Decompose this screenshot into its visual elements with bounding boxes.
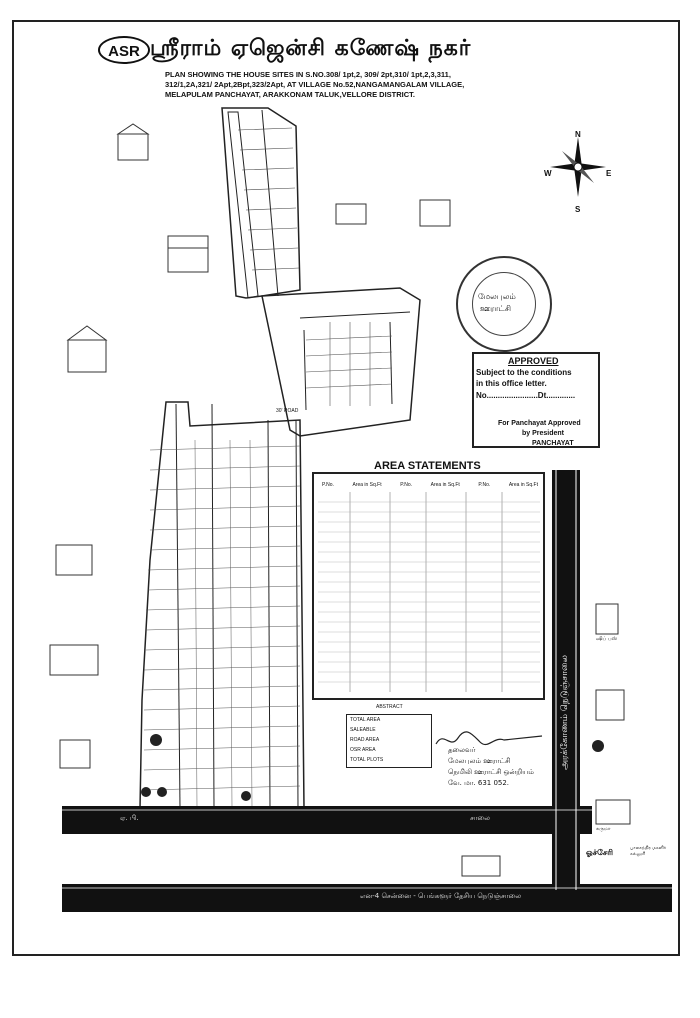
map-frame [12,20,680,956]
road-label-right: சாலை [470,814,490,822]
approval-box: APPROVED Subject to the conditions in th… [472,352,600,448]
arakkonam-highway-label: அரக்கோணம் நெடுஞ்சாலை [560,655,570,770]
col-area-3: Area in Sq.Ft [508,482,538,488]
approved-line-2: in this office letter. [476,379,547,388]
approved-line-4: For Panchayat Approved [498,420,581,427]
seal-text-1: மேலபுலம் [478,292,516,301]
asr-logo: ASR [98,36,150,64]
sign-line-3: நெமிலி ஊராட்சி ஒன்றியம் [448,768,534,776]
road-label-left: ஏ. பி. [120,814,139,822]
col-pno-3: P.No. [478,482,491,488]
area-table-grid [318,492,540,692]
abstract-title: ABSTRACT [376,704,403,710]
sign-line-4: வே. மா. 631 052. [448,779,510,787]
office-label: சுருமா [596,826,611,832]
compass-south: S [575,205,581,214]
college-label: பாலசந்திர மகளிர் கல்லூரி [630,846,667,857]
compass-east: E [606,169,612,178]
abstract-row-4: OSR AREA [350,747,376,753]
abstract-row-1: TOTAL AREA [350,717,381,723]
area-statements-title: AREA STATEMENTS [374,460,481,472]
nh4-label: என-4 சென்னை - பெங்களூர் தேசிய நெடுஞ்சாலை [360,892,522,900]
president-signature [435,731,543,746]
abstract-row-5: TOTAL PLOTS [350,757,384,763]
panchayat-seal: மேலபுலம் ஊராட்சி [456,256,552,352]
road-30ft-label: 30' ROAD [276,408,299,414]
compass-rose-icon [550,137,606,197]
ocheri-label: ஓச்சேரி [586,848,614,857]
approved-line-1: Subject to the conditions [476,368,572,377]
area-table-header: P.No. Area in Sq.Ft P.No. Area in Sq.Ft … [322,482,538,488]
area-statements-table: P.No. Area in Sq.Ft P.No. Area in Sq.Ft … [312,472,545,700]
col-area-1: Area in Sq.Ft [352,482,382,488]
compass-north: N [575,130,581,139]
approved-heading: APPROVED [508,356,559,366]
compass-west: W [544,169,552,178]
approved-line-5: by President [522,430,565,437]
sign-line-1: தலைவர் [448,746,476,754]
col-pno-2: P.No. [400,482,413,488]
layout-title: ஸ்ரீராம் ஏஜென்சி கணேஷ் நகர் [150,36,472,61]
abstract-table: TOTAL AREA SALEABLE ROAD AREA OSR AREA T… [346,714,432,768]
plan-line-3: MELAPULAM PANCHAYAT, ARAKKONAM TALUK,VEL… [165,90,416,99]
approved-line-3: No.......................Dt............. [476,391,576,400]
abstract-row-2: SALEABLE [350,727,376,733]
col-area-2: Area in Sq.Ft [430,482,460,488]
plan-line-1: PLAN SHOWING THE HOUSE SITES IN S.NO.308… [165,70,451,79]
plan-line-2: 312/1,2A,321/ 2Apt,2Bpt,323/2Apt, AT VIL… [165,80,465,89]
approved-line-6: PANCHAYAT [532,440,574,447]
seal-text-2: ஊராட்சி [480,304,512,313]
sign-line-2: மேலபுலம் ஊராட்சி [448,757,511,765]
bus-label: ஷிப் பஸ் [596,636,617,642]
col-pno-1: P.No. [322,482,334,488]
abstract-row-3: ROAD AREA [350,737,380,743]
